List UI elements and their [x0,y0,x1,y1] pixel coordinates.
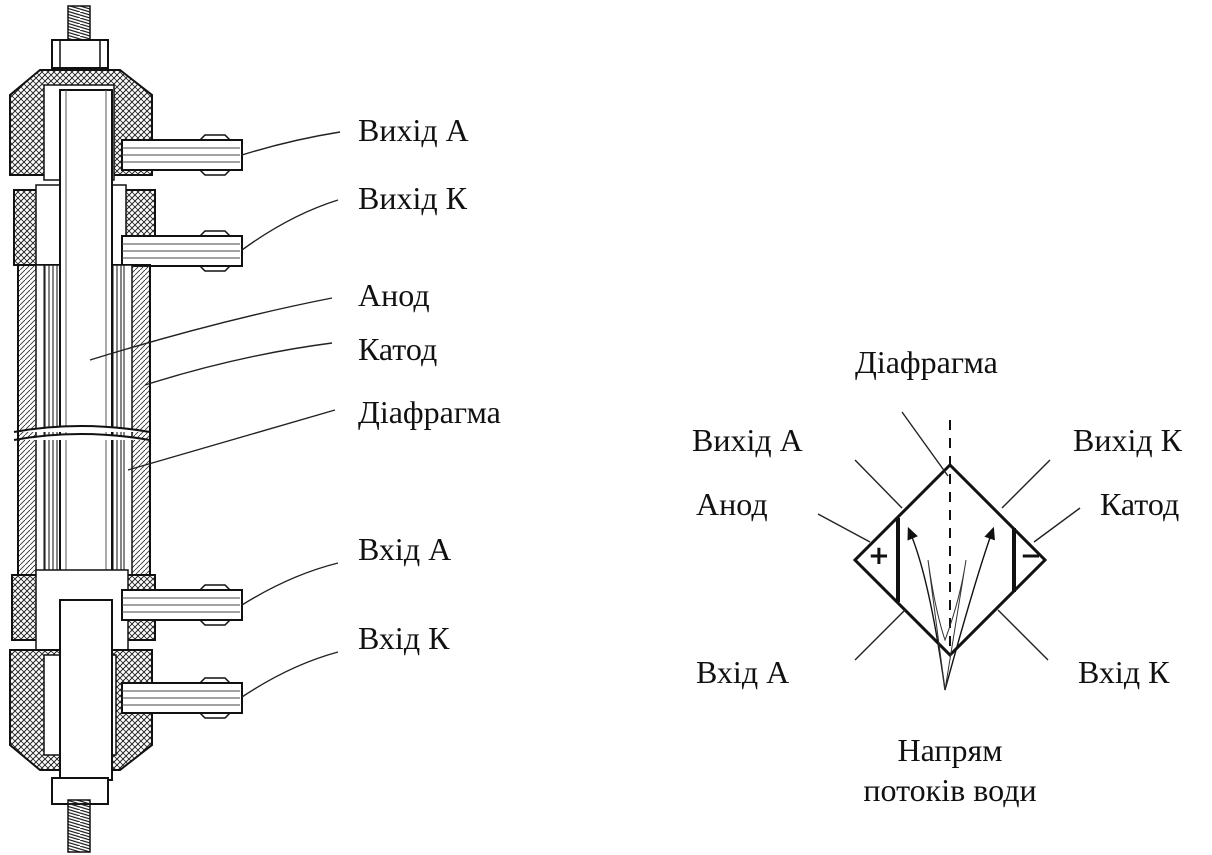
label-cathode-left: Катод [358,331,438,367]
label-inlet-k-left: Вхід К [358,620,450,656]
label-diaphragm-left: Діафрагма [358,394,501,430]
label-outlet-k-right: Вихід К [1073,422,1182,458]
label-outlet-a-left: Вихід А [358,112,469,148]
bottom-cap-housing [9,569,156,781]
outlet-fitting-k [121,230,243,272]
flow-direction-line-2: потоків води [863,772,1037,808]
cell-body [13,89,151,781]
leader-lines-right [817,411,1081,661]
minus-sign: − [1020,541,1042,571]
label-anode-left: Анод [358,277,430,313]
flow-direction-line-1: Напрям [897,732,1003,768]
flow-direction-caption: Напрям потоків води [800,730,1100,810]
cell-schematic [817,411,1081,691]
label-diaphragm-right: Діафрагма [855,344,998,380]
label-inlet-a-right: Вхід А [696,654,790,690]
label-cathode-right: Катод [1100,486,1180,522]
threaded-rod-bottom [67,799,91,853]
leader-lines-left [89,131,341,698]
inlet-fitting-k [121,677,243,719]
label-outlet-k-left: Вихід К [358,180,467,216]
outlet-fitting-a [121,134,243,176]
label-outlet-a-right: Вихід А [692,422,803,458]
inlet-fitting-a [121,584,243,626]
label-inlet-a-left: Вхід А [358,531,452,567]
label-inlet-k-right: Вхід К [1078,654,1170,690]
plus-sign: + [868,541,890,571]
nut-top [51,39,109,69]
label-anode-right: Анод [696,486,768,522]
flow-arrow-right [944,526,995,691]
